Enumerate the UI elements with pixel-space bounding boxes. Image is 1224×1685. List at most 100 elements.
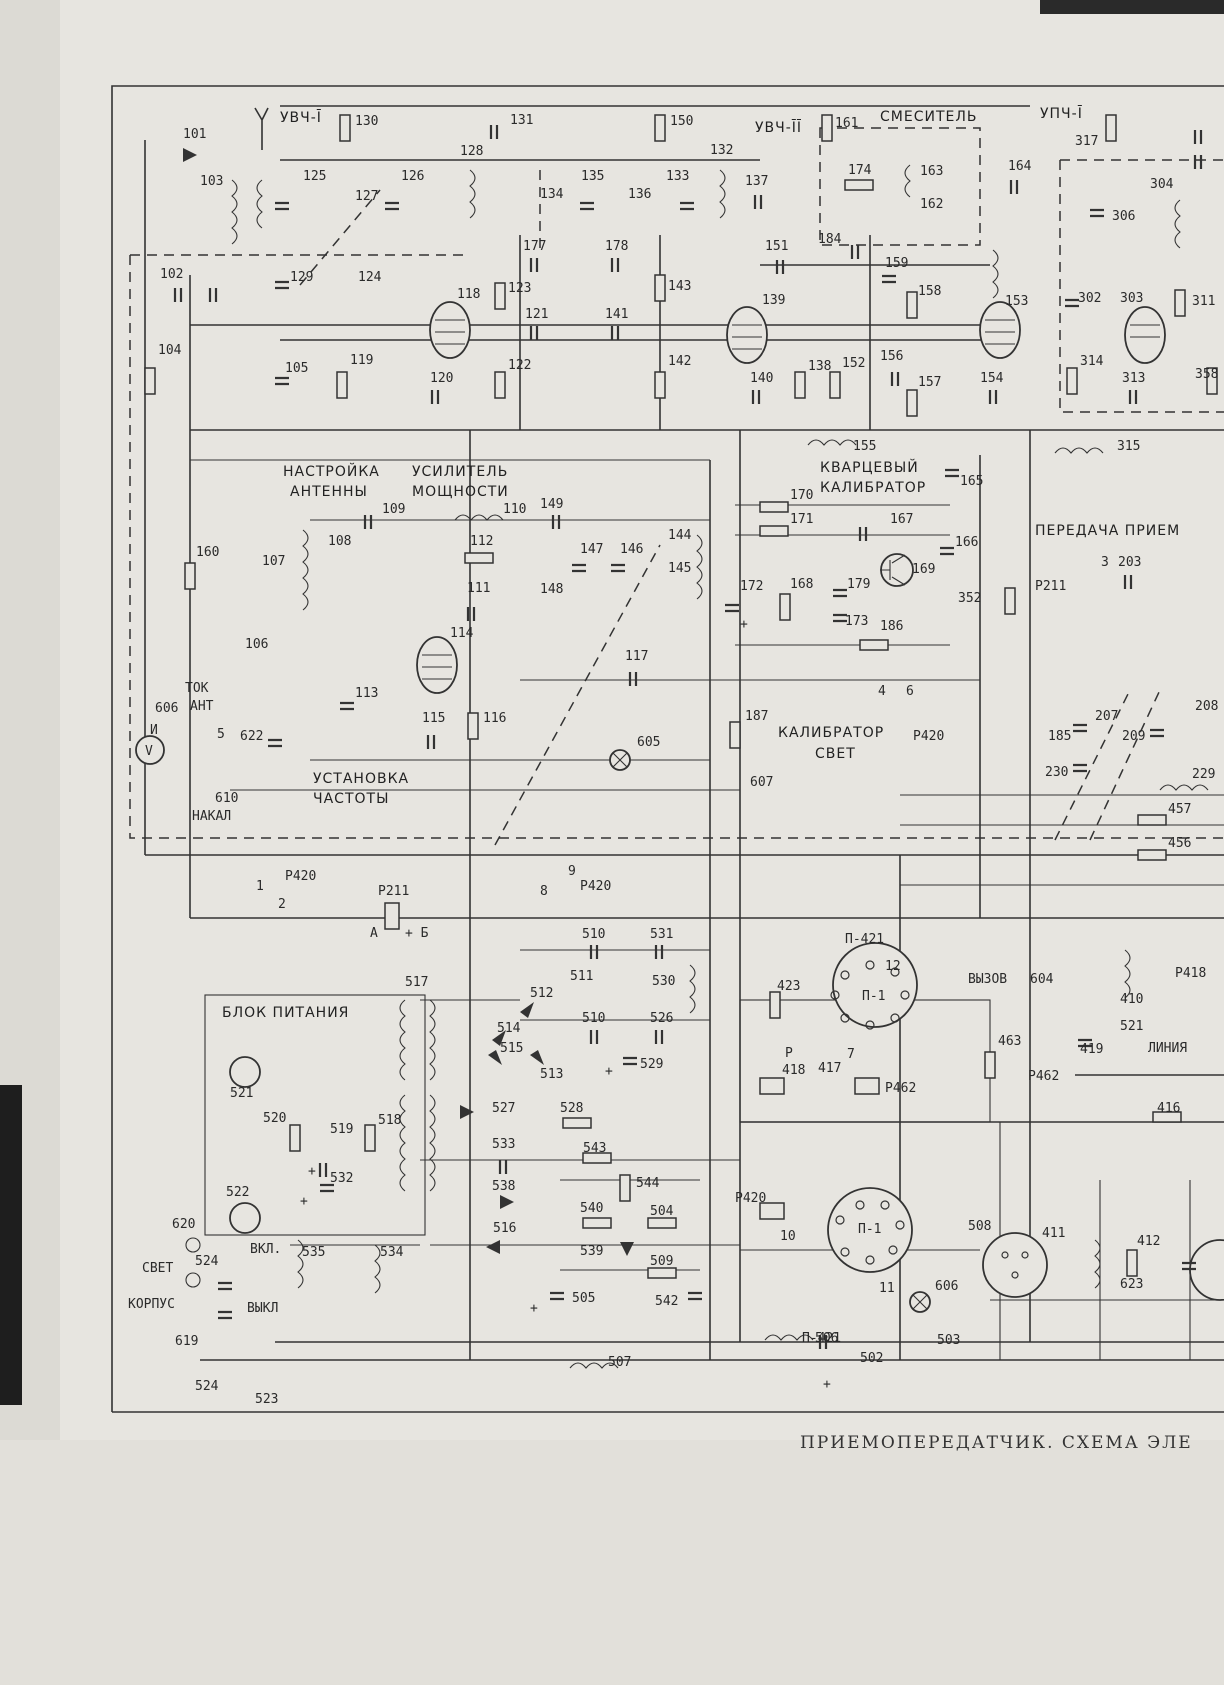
- ref-label-r127: 127: [355, 189, 378, 204]
- ref-label-r146: 146: [620, 542, 643, 557]
- ref-label-p418: P418: [1175, 966, 1206, 981]
- label-korpus: КОРПУС: [128, 1297, 175, 1312]
- label-freq-set-2: ЧАСТОТЫ: [313, 791, 389, 807]
- transistors: [229, 553, 914, 1234]
- ref-label-r522: 522: [226, 1185, 249, 1200]
- ref-label-n6: 6: [906, 684, 914, 699]
- label-ant-tune-1: НАСТРОЙКА: [283, 462, 380, 480]
- ref-label-r508: 508: [968, 1219, 991, 1234]
- ref-label-r524: 524: [195, 1254, 219, 1269]
- ref-label-r164: 164: [1008, 159, 1032, 174]
- ref-label-r302: 302: [1078, 291, 1101, 306]
- ref-label-r147: 147: [580, 542, 603, 557]
- ref-label-r513: 513: [540, 1067, 563, 1082]
- ref-label-r358: 358: [1195, 367, 1218, 382]
- ref-label-n2: 2: [278, 897, 286, 912]
- ref-label-r121: 121: [525, 307, 548, 322]
- ref-label-r123: 123: [508, 281, 531, 296]
- ref-label-r120: 120: [430, 371, 453, 386]
- svg-text:+: +: [308, 1164, 316, 1179]
- label-ant: АНТ: [190, 699, 214, 714]
- ref-label-n12: 12: [885, 959, 901, 974]
- ref-label-r506: 506: [815, 1331, 838, 1346]
- ref-label-r101: 101: [183, 127, 206, 142]
- ref-label-r209: 209: [1122, 729, 1145, 744]
- ref-label-r105: 105: [285, 361, 308, 376]
- ref-label-r520: 520: [263, 1111, 286, 1126]
- ref-label-r124: 124: [358, 270, 382, 285]
- label-uvch2: УВЧ-ĪĪ: [755, 119, 802, 136]
- ref-label-r544: 544: [636, 1176, 660, 1191]
- label-vykl: ВЫКЛ: [247, 1301, 278, 1316]
- ref-label-r110: 110: [503, 502, 526, 517]
- ref-label-r132: 132: [710, 143, 733, 158]
- paper-dark-top: [1040, 0, 1224, 14]
- ref-label-r605: 605: [637, 735, 660, 750]
- ref-label-r126: 126: [401, 169, 424, 184]
- ref-label-r136: 136: [628, 187, 651, 202]
- ref-label-n9: 9: [568, 864, 576, 879]
- ref-label-r315: 315: [1117, 439, 1140, 454]
- ref-label-r505: 505: [572, 1291, 595, 1306]
- ref-label-r169: 169: [912, 562, 935, 577]
- ref-label-r142: 142: [668, 354, 691, 369]
- round-components: [135, 735, 1224, 1313]
- ref-label-r417: 417: [818, 1061, 841, 1076]
- label-vkl: ВКЛ.: [250, 1242, 281, 1257]
- ref-label-r137: 137: [745, 174, 768, 189]
- frame: [111, 85, 1224, 1413]
- ref-label-r524b: 524: [195, 1379, 219, 1394]
- ref-label-r138: 138: [808, 359, 831, 374]
- ref-label-r128: 128: [460, 144, 483, 159]
- ref-label-r104: 104: [158, 343, 182, 358]
- label-quartz-cal-2: КАЛИБРАТОР: [820, 480, 926, 496]
- ref-label-r167: 167: [890, 512, 913, 527]
- ref-label-r623: 623: [1120, 1277, 1143, 1292]
- ref-label-r504: 504: [650, 1204, 674, 1219]
- ref-label-r610: 610: [215, 791, 238, 806]
- diodes: [183, 148, 634, 1256]
- ref-label-r109: 109: [382, 502, 405, 517]
- ref-label-r158: 158: [918, 284, 941, 299]
- ref-label-r620: 620: [172, 1217, 195, 1232]
- ref-label-r153: 153: [1005, 294, 1028, 309]
- ref-label-r152: 152: [842, 356, 865, 371]
- ref-label-r538: 538: [492, 1179, 515, 1194]
- ref-label-p1b: П-1: [858, 1222, 881, 1237]
- ref-label-r106: 106: [245, 637, 268, 652]
- ref-label-r512: 512: [530, 986, 553, 1001]
- coils: [231, 164, 1209, 1369]
- ref-label-p_p: Р: [785, 1046, 793, 1061]
- ref-label-r509: 509: [650, 1254, 673, 1269]
- svg-text:+: +: [605, 1064, 613, 1079]
- ref-label-r511: 511: [570, 969, 593, 984]
- ref-label-r503: 503: [937, 1333, 960, 1348]
- ref-label-b: + Б: [405, 926, 429, 941]
- ref-label-r174: 174: [848, 163, 872, 178]
- ref-label-r502: 502: [860, 1351, 883, 1366]
- ref-label-r168: 168: [790, 577, 813, 592]
- ref-label-r119: 119: [350, 353, 373, 368]
- ref-label-r622: 622: [240, 729, 263, 744]
- ref-label-n3: 3: [1101, 555, 1109, 570]
- ref-label-r149: 149: [540, 497, 563, 512]
- svg-text:+: +: [300, 1194, 308, 1209]
- ref-label-r517: 517: [405, 975, 428, 990]
- ref-label-n5: 5: [217, 727, 225, 742]
- ref-label-r172: 172: [740, 579, 763, 594]
- ref-label-r151: 151: [765, 239, 788, 254]
- ref-label-r526: 526: [650, 1011, 673, 1026]
- ref-label-p462a: P462: [885, 1081, 916, 1096]
- paper-dark-edge: [0, 1085, 22, 1405]
- ref-label-r410: 410: [1120, 992, 1143, 1007]
- ref-label-r171: 171: [790, 512, 813, 527]
- ref-label-r539: 539: [580, 1244, 603, 1259]
- ref-label-r157: 157: [918, 375, 941, 390]
- ref-label-p420a: P420: [285, 869, 316, 884]
- resistors: [144, 114, 1218, 1279]
- label-power-block: БЛОК ПИТАНИЯ: [222, 1005, 349, 1021]
- label-calibrator-1: КАЛИБРАТОР: [778, 725, 884, 741]
- ref-label-r130: 130: [355, 114, 378, 129]
- ref-label-r186: 186: [880, 619, 903, 634]
- ref-label-p421b: П-421: [802, 1331, 841, 1346]
